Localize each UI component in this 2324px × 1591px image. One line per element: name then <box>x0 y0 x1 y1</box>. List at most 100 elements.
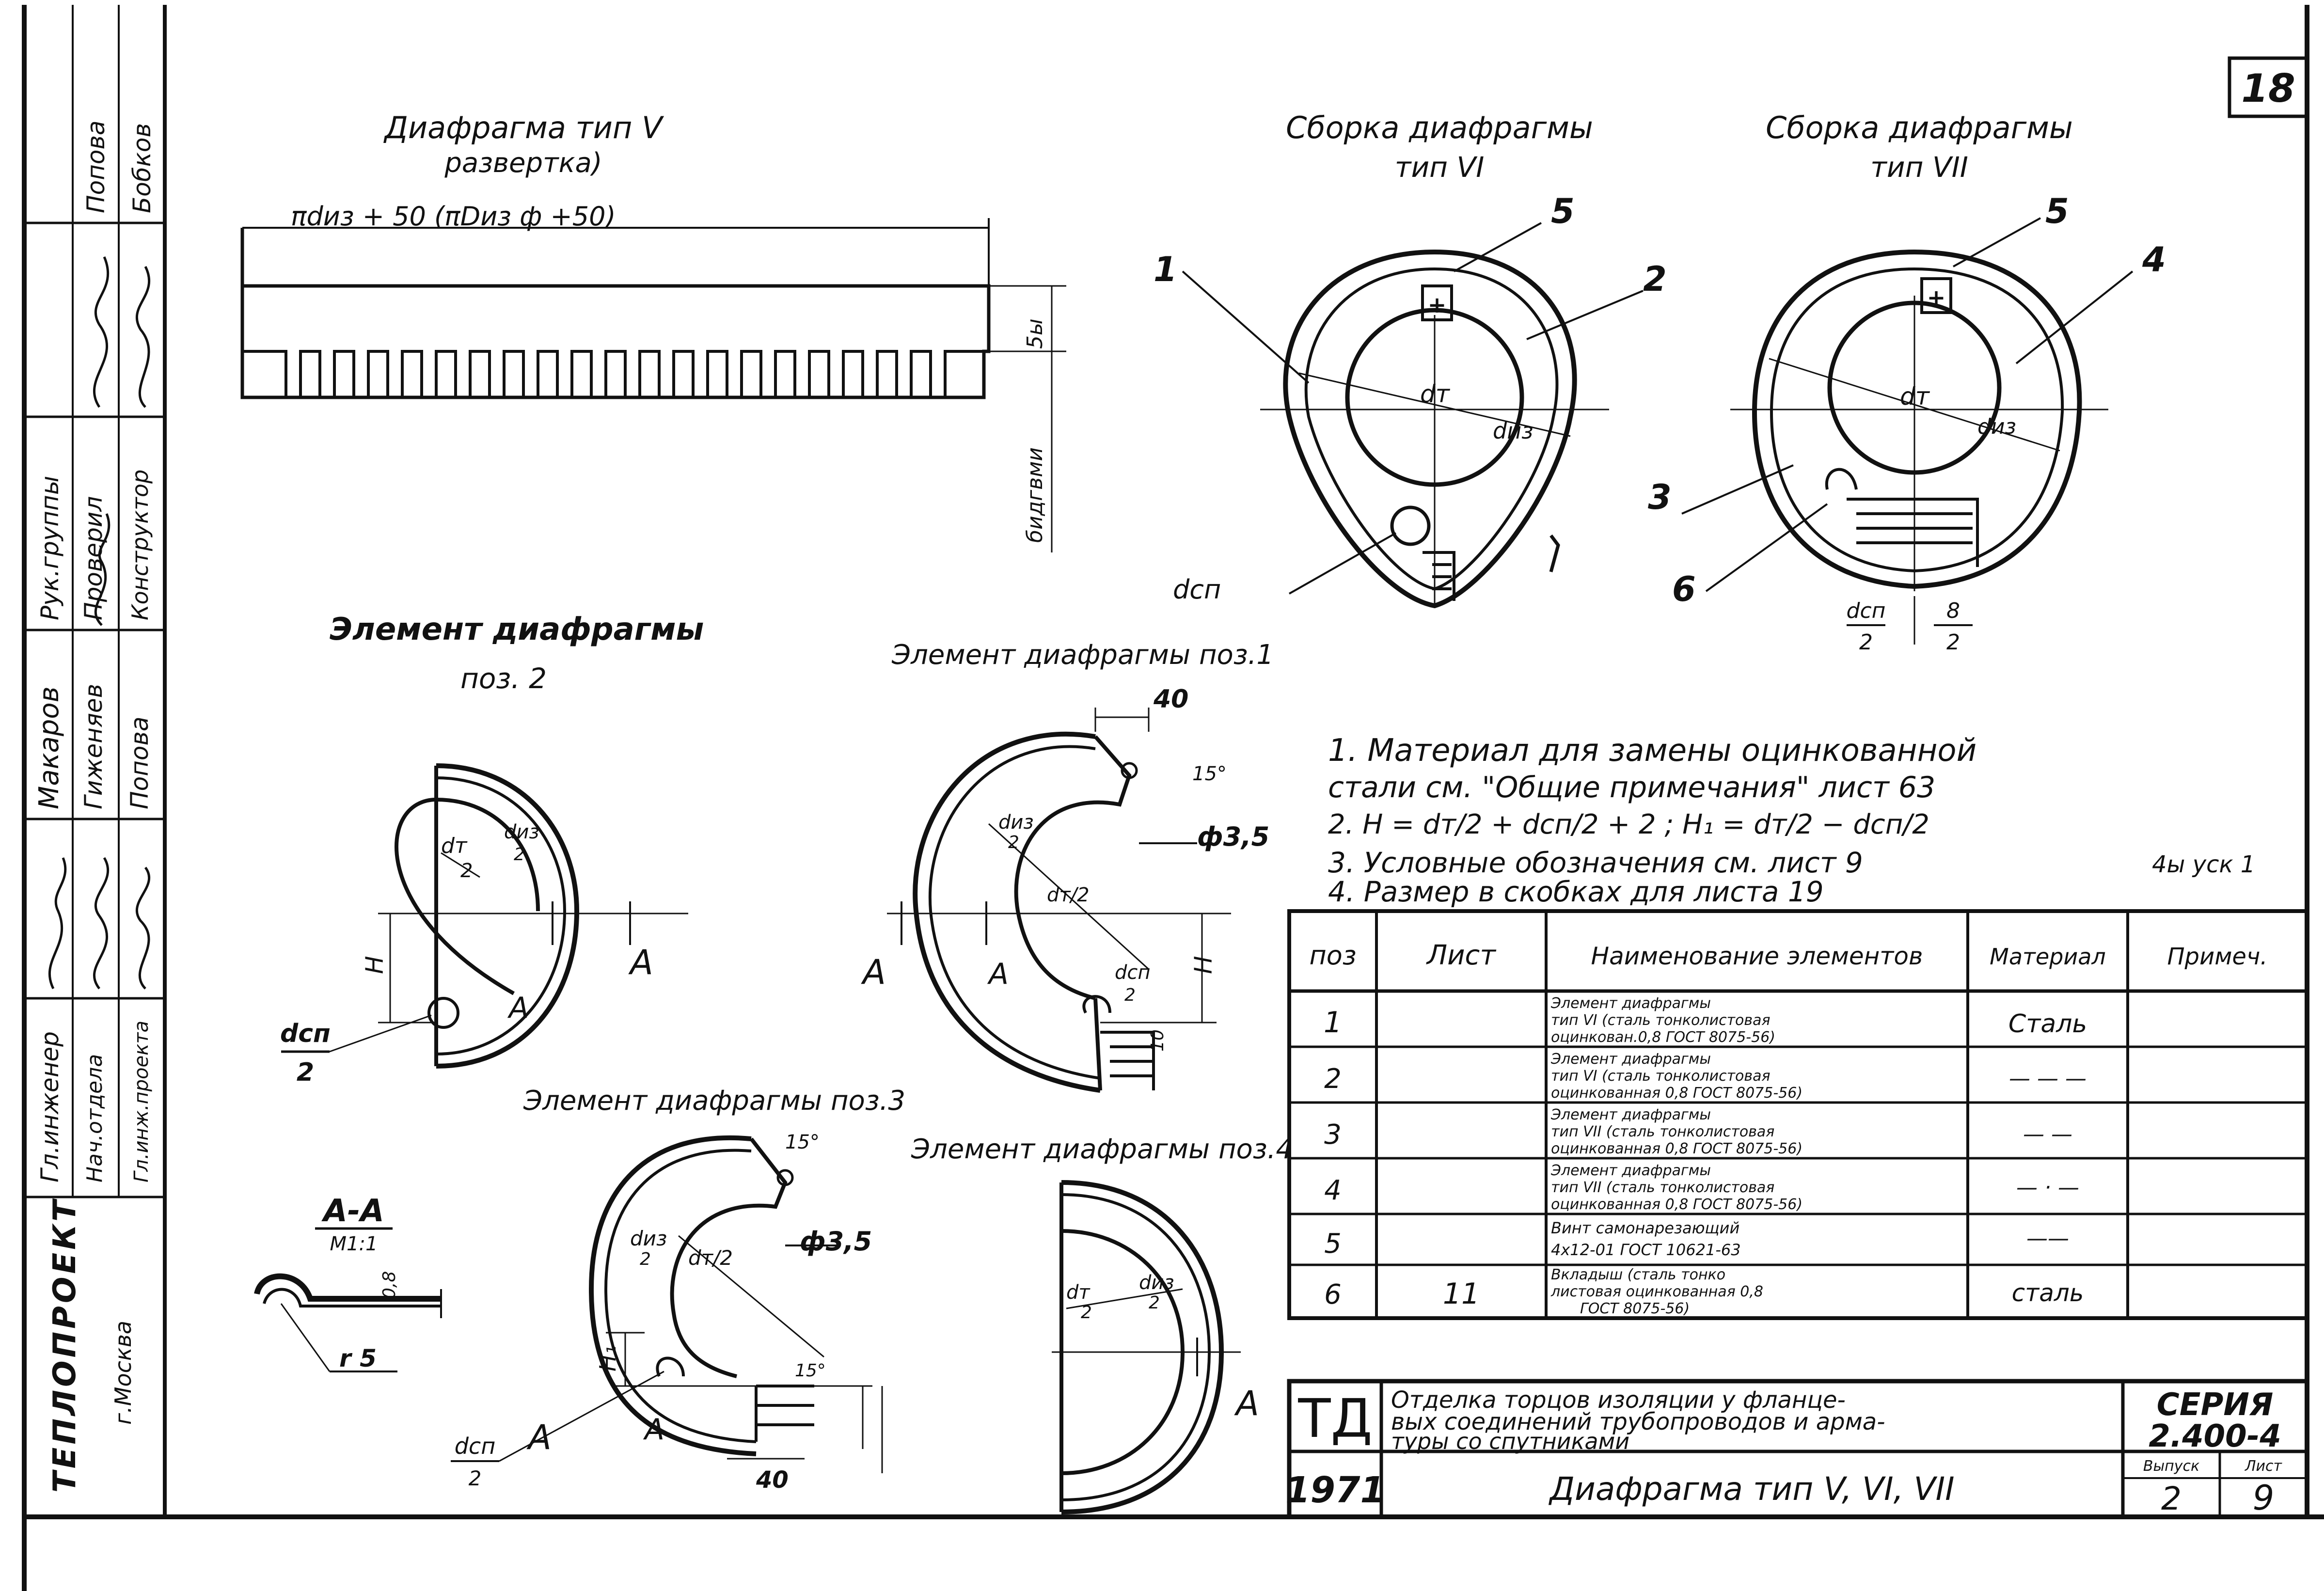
hole-d35: ф3,5 <box>800 1226 872 1257</box>
dim-dsp-num: dсп <box>1847 599 1886 623</box>
year: 1971 <box>1285 1469 1385 1511</box>
callout-1: 1 <box>1154 250 1177 289</box>
issue-label: Выпуск <box>2143 1458 2199 1475</box>
row2-material: — — — <box>2009 1066 2087 1091</box>
callout-6: 6 <box>1672 569 1696 609</box>
name-gizhenyaev: Гиженяев <box>79 684 108 809</box>
th-note: Примеч. <box>2167 943 2267 970</box>
section-thickness: 0,8 <box>379 1271 399 1299</box>
label-2: 2 <box>1008 833 1019 852</box>
label-diz: dиз <box>630 1227 667 1250</box>
dim-vertical-label: бидгвми <box>1023 447 1047 543</box>
series-label: СЕРИЯ <box>2157 1387 2273 1423</box>
signature <box>48 857 67 990</box>
row3-name-1: Элемент диафрагмы <box>1550 1106 1711 1123</box>
row2-pos: 2 <box>1324 1063 1342 1095</box>
row6-name-1: Вкладыш (сталь тонко <box>1551 1266 1725 1283</box>
label-dt: dт <box>1420 380 1451 408</box>
row4-pos: 4 <box>1324 1175 1342 1206</box>
sheet-number: 18 <box>2241 66 2295 111</box>
element-pos3-title: Элемент диафрагмы поз.3 <box>523 1085 905 1117</box>
row1-name-2: тип VI (сталь тонколистовая <box>1551 1012 1771 1029</box>
issue-value: 2 <box>2161 1480 2182 1517</box>
element-pos2: Элемент диафрагмы поз. 2 dт 2 dиз 2 Н А … <box>280 612 704 1087</box>
section-title: А-А <box>321 1193 384 1229</box>
dim-length-label: πdиз + 50 (πDиз ф +50) <box>291 201 616 232</box>
callout-2: 2 <box>1643 259 1667 299</box>
callout-3: 3 <box>1648 477 1672 517</box>
row1-material: Сталь <box>2008 1009 2087 1039</box>
label-dt: dт <box>1900 382 1930 410</box>
element-pos4-title: Элемент диафрагмы поз.4 <box>911 1134 1293 1165</box>
row4-material: — · — <box>2016 1175 2079 1200</box>
series-value: 2.400-4 <box>2149 1418 2281 1454</box>
title-block: ТД 1971 Отделка торцов изоляции у фланце… <box>1285 1379 2309 1519</box>
row3-material: — — <box>2023 1122 2072 1147</box>
label-2: 2 <box>640 1249 651 1269</box>
sheet-label: Лист <box>2245 1458 2283 1475</box>
label-dt2: dт/2 <box>1047 884 1090 906</box>
callout-4: 4 <box>2142 240 2166 280</box>
signature <box>136 866 150 990</box>
label-dsp-den: 2 <box>1124 985 1136 1005</box>
row3-name-3: оцинкованная 0,8 ГОСТ 8075-56) <box>1551 1140 1802 1157</box>
angle-15: 15° <box>1192 763 1227 785</box>
row2-name-2: тип VI (сталь тонколистовая <box>1551 1068 1771 1085</box>
row6-pos: 6 <box>1324 1279 1342 1310</box>
row5-name-1: Винт самонарезающий <box>1551 1219 1739 1237</box>
dim-40: 40 <box>756 1466 789 1494</box>
role-ruk-gruppy: Рук.группы <box>36 476 64 620</box>
label-a: А <box>987 957 1009 991</box>
label-h: Н <box>361 956 389 974</box>
label-a-section: А <box>628 943 653 982</box>
label-dt2: dт/2 <box>688 1246 733 1270</box>
row1-pos: 1 <box>1324 1006 1342 1040</box>
role-proveril: Проверил <box>79 496 108 620</box>
subject-line-3: туры со спутниками <box>1391 1428 1629 1454</box>
label-dsp: dсп <box>1115 961 1151 984</box>
dsp-num: dсп <box>280 1019 331 1048</box>
role-gl-inzh-proekta: Гл.инж.проекта <box>130 1021 153 1182</box>
callout-5: 5 <box>2045 191 2069 231</box>
row4-name-2: тип VII (сталь тонколистовая <box>1551 1179 1774 1196</box>
element-pos2-subtitle: поз. 2 <box>460 662 547 695</box>
diaphragm-v-title: Диафрагма тип V <box>383 110 664 145</box>
sheet-number-box: 18 <box>2228 56 2309 118</box>
label-diz: dиз <box>1977 414 2016 439</box>
row1-name-3: оцинкован.0,8 ГОСТ 8075-56) <box>1551 1029 1775 1046</box>
row1-name-1: Элемент диафрагмы <box>1550 995 1711 1012</box>
th-name: Наименование элементов <box>1591 942 1923 970</box>
dim-10: 10 <box>1148 1029 1168 1052</box>
name-bobkov: Бобков <box>128 123 156 213</box>
dsp-num: dсп <box>455 1433 496 1459</box>
diaphragm-v-subtitle: развертка) <box>444 147 602 179</box>
sheet-value: 9 <box>2253 1478 2275 1518</box>
signature <box>135 266 151 408</box>
callout-5: 5 <box>1551 191 1575 231</box>
note-3: 3. Условные обозначения см. лист 9 <box>1328 846 1863 879</box>
note-4: 4. Размер в скобках для листа 19 <box>1328 875 1824 908</box>
label-2b: 2 <box>1149 1293 1160 1313</box>
role-nach-otdela: Нач.отдела <box>82 1054 107 1182</box>
name-popova-1: Попова <box>126 716 154 809</box>
assembly-vi-subtitle: тип VI <box>1395 151 1485 184</box>
label-dt: dт <box>1066 1281 1091 1304</box>
label-a: А <box>643 1413 664 1447</box>
notes: 1. Материал для замены оцинкованной стал… <box>1328 733 2255 908</box>
label-2b: 2 <box>514 845 525 865</box>
row2-name-3: оцинкованная 0,8 ГОСТ 8075-56) <box>1551 1085 1802 1102</box>
subject-line-2: вых соединений трубопроводов и арма- <box>1391 1408 1885 1435</box>
spec-table: поз Лист Наименование элементов Материал… <box>1287 909 2309 1320</box>
element-pos1: Элемент диафрагмы поз.1 40 15° ф3,5 dиз … <box>861 639 1274 1093</box>
row6-sheet: 11 <box>1443 1277 1480 1311</box>
row6-name-3: ГОСТ 8075-56) <box>1580 1300 1690 1317</box>
label-a-section: А <box>1234 1384 1259 1423</box>
svg-text:+: + <box>1927 284 1946 311</box>
assembly-vi: Сборка диафрагмы тип VI + 1 5 2 dт dиз d… <box>1154 110 1667 609</box>
row5-name-2: 4х12-01 ГОСТ 10621-63 <box>1551 1241 1741 1259</box>
dim-b-den: 2 <box>1946 630 1960 655</box>
org-name: ТЕПЛОПРОЕКТ <box>47 1197 83 1493</box>
role-gl-ingener: Гл.инженер <box>36 1031 64 1182</box>
th-material: Материал <box>1990 944 2106 970</box>
